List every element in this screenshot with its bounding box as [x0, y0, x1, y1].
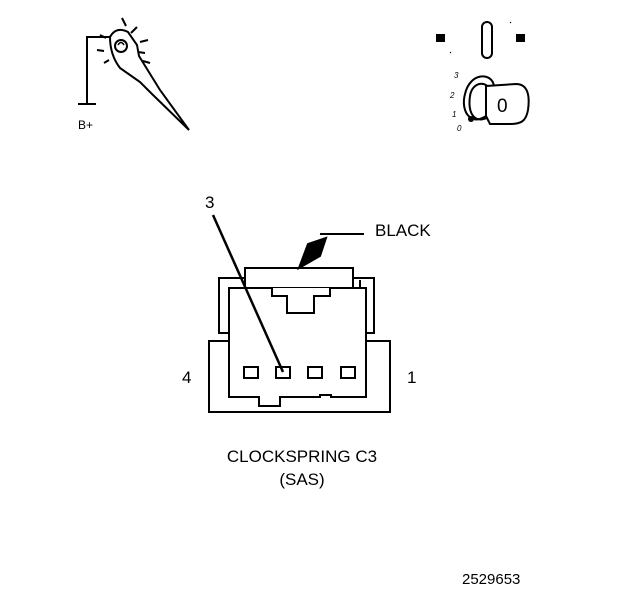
pin-callout-label: 3	[205, 193, 215, 212]
color-callout-leader	[297, 233, 364, 271]
ignition-position-label: 3	[454, 71, 459, 80]
connector-pins	[243, 366, 356, 379]
pin-cavity-3	[275, 366, 291, 379]
ignition-key-label: 0	[497, 96, 508, 117]
supply-label: B+	[78, 118, 94, 132]
ignition-position-label: 0	[457, 124, 462, 133]
pin-cavity-2	[307, 366, 323, 379]
ignition-position-label: 2	[450, 91, 455, 100]
connector-caption-title: CLOCKSPRING C3	[226, 447, 378, 466]
left-pin-number: 4	[182, 368, 192, 387]
test-light-icon	[78, 17, 190, 131]
connector-color-label: BLACK	[375, 221, 431, 240]
connector-caption-subtitle: (SAS)	[279, 470, 325, 489]
connector-body	[208, 267, 391, 413]
figure-id: 2529653	[462, 571, 521, 588]
right-pin-number: 1	[407, 368, 417, 387]
pin-cavity-4	[243, 366, 259, 379]
pin-cavity-1	[340, 366, 356, 379]
ignition-key-icon	[436, 21, 530, 125]
ignition-position-label: 1	[452, 110, 457, 119]
pin-callout-leader	[211, 214, 285, 373]
